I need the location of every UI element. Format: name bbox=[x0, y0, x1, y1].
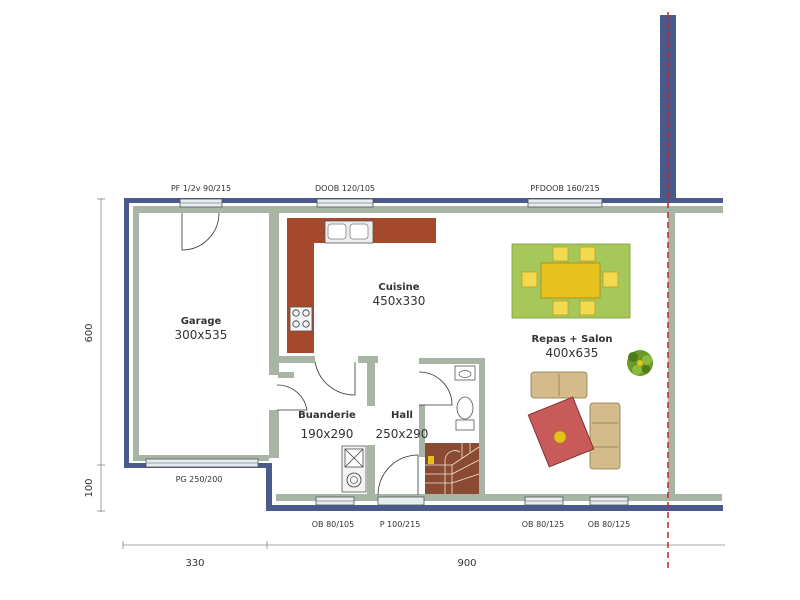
cooktop-icon bbox=[289, 306, 313, 332]
dimension-vertical-main: 600 bbox=[84, 323, 95, 342]
opening-label-garage-bottom: PG 250/200 bbox=[176, 475, 223, 484]
sofa-top bbox=[530, 371, 588, 399]
opening-label-salon-bottom-left: OB 80/125 bbox=[522, 520, 564, 529]
room-name-cuisine: Cuisine bbox=[378, 282, 419, 293]
dimension-vertical-sub: 100 bbox=[84, 478, 95, 497]
room-size-cuisine: 450x330 bbox=[373, 294, 426, 308]
opening-label-garage-top: PF 1/2v 90/215 bbox=[171, 184, 231, 193]
kitchen-counter bbox=[287, 218, 436, 353]
opening-label-salon-top: PFDOOB 160/215 bbox=[530, 184, 599, 193]
room-size-buanderie: 190x290 bbox=[301, 427, 354, 441]
door-swings bbox=[181, 212, 453, 496]
wash-basin-icon bbox=[454, 365, 476, 381]
toilet-icon bbox=[455, 396, 475, 431]
sofa-right bbox=[589, 402, 621, 470]
room-name-garage: Garage bbox=[181, 316, 222, 327]
window-panes bbox=[146, 202, 628, 502]
sink-icon bbox=[324, 220, 374, 244]
washing-machine-icon bbox=[341, 445, 367, 493]
dimension-lines bbox=[97, 198, 725, 549]
plant-icon bbox=[627, 350, 653, 376]
opening-label-buanderie-bottom: OB 80/105 bbox=[312, 520, 354, 529]
dimension-horizontal-right: 900 bbox=[457, 558, 476, 569]
living-rug bbox=[527, 396, 595, 468]
opening-label-hall-bottom: P 100/215 bbox=[380, 520, 421, 529]
dimension-horizontal-left: 330 bbox=[185, 558, 204, 569]
staircase bbox=[425, 443, 480, 494]
room-name-repas-salon: Repas + Salon bbox=[531, 334, 612, 345]
room-size-hall: 250x290 bbox=[376, 427, 429, 441]
opening-label-cuisine-top: DOOB 120/105 bbox=[315, 184, 375, 193]
dining-set bbox=[511, 243, 631, 319]
room-size-repas-salon: 400x635 bbox=[546, 346, 599, 360]
room-name-buanderie: Buanderie bbox=[298, 410, 356, 421]
room-size-garage: 300x535 bbox=[175, 328, 228, 342]
room-name-hall: Hall bbox=[391, 410, 413, 421]
opening-label-salon-bottom-right: OB 80/125 bbox=[588, 520, 630, 529]
inner-walls bbox=[133, 206, 723, 501]
